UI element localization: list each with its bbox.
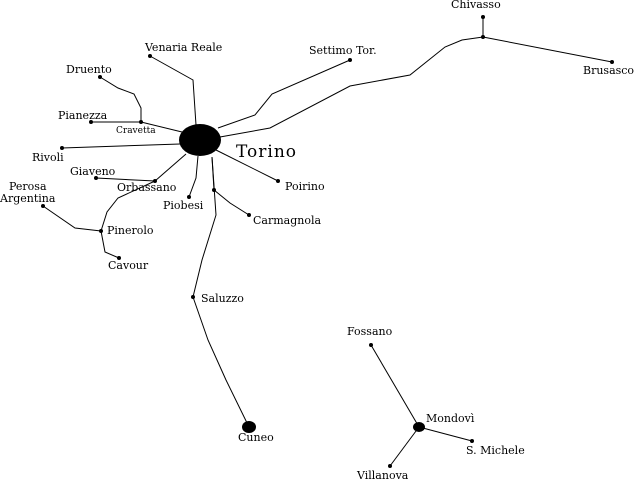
saluzzo-marker [191, 295, 195, 299]
road-torino-poirino [215, 149, 279, 182]
label-giaveno: Giaveno [70, 165, 116, 178]
label-mondovi: Mondovì [426, 412, 475, 425]
road-torino-chivasso [219, 36, 484, 138]
cravetta-marker [139, 120, 143, 124]
label-fossano: Fossano [347, 325, 393, 338]
brusasco-marker [610, 60, 614, 64]
label-cavour: Cavour [108, 259, 149, 272]
road-saluzzo-cuneo [192, 296, 250, 428]
pinerolo-marker [99, 229, 103, 233]
perosa-marker [41, 204, 45, 208]
label-druento: Druento [66, 63, 112, 76]
road-mondovi-fossano [370, 344, 420, 428]
road-pinerolo-perosa [42, 205, 102, 232]
label-cravetta: Cravetta [116, 126, 156, 136]
label-piobesi: Piobesi [163, 199, 204, 212]
road-torino-saluzzo [192, 156, 217, 298]
road-lines [42, 17, 613, 467]
label-perosa: Perosa [9, 180, 47, 193]
torino-marker [179, 124, 221, 156]
pianezza-marker [89, 120, 93, 124]
label-argentina: Argentina [0, 192, 56, 205]
road-torino-cravetta [140, 121, 183, 133]
road-torino-rivoli [61, 143, 181, 149]
label-pinerolo: Pinerolo [107, 224, 154, 237]
piobesi-marker [187, 195, 191, 199]
carmagnola-marker [247, 213, 251, 217]
label-villanova: Villanova [356, 469, 409, 480]
giaveno-marker [94, 176, 98, 180]
label-cuneo: Cuneo [238, 431, 274, 444]
smichele-marker [470, 439, 474, 443]
road-mondovi-smichele [418, 426, 473, 442]
cuneo-marker [242, 421, 256, 433]
label-brusasco: Brusasco [583, 64, 634, 77]
chivasso-junction-marker [481, 35, 485, 39]
road-chivasso-brusasco [482, 36, 613, 63]
fossano-marker [369, 343, 373, 347]
road-cravetta-druento [99, 76, 142, 122]
road-orbassano-pinerolo [100, 180, 156, 232]
rivoli-marker [60, 146, 64, 150]
road-pinerolo-cavour [100, 230, 120, 259]
label-venaria: Venaria Reale [144, 41, 222, 54]
road-torino-settimo [217, 59, 351, 129]
chivasso-marker [481, 15, 485, 19]
label-carmagnola: Carmagnola [253, 214, 321, 227]
town-markers [41, 15, 614, 468]
label-smichele: S. Michele [466, 444, 525, 457]
mondovi-marker [413, 422, 425, 432]
label-pianezza: Pianezza [58, 109, 108, 122]
carmagnola-junction-marker [212, 188, 216, 192]
label-orbassano: Orbassano [117, 181, 177, 194]
villanova-marker [388, 464, 392, 468]
road-orbassano-giaveno [95, 177, 156, 182]
road-torino-piobesi [188, 155, 199, 198]
road-torino-venaria [149, 55, 197, 126]
label-saluzzo: Saluzzo [201, 292, 244, 305]
road-mondovi-villanova [389, 426, 420, 467]
venaria-marker [148, 54, 152, 58]
label-torino: Torino [236, 142, 297, 162]
label-settimo: Settimo Tor. [309, 44, 377, 57]
label-rivoli: Rivoli [32, 151, 64, 164]
road-torino-orbassano [154, 153, 187, 182]
label-chivasso: Chivasso [451, 0, 501, 11]
poirino-marker [276, 179, 280, 183]
road-torino-carmagnola [211, 156, 250, 216]
settimo-marker [348, 58, 352, 62]
orbassano-marker [153, 179, 157, 183]
label-poirino: Poirino [285, 180, 325, 193]
druento-marker [98, 75, 102, 79]
cavour-marker [117, 256, 121, 260]
